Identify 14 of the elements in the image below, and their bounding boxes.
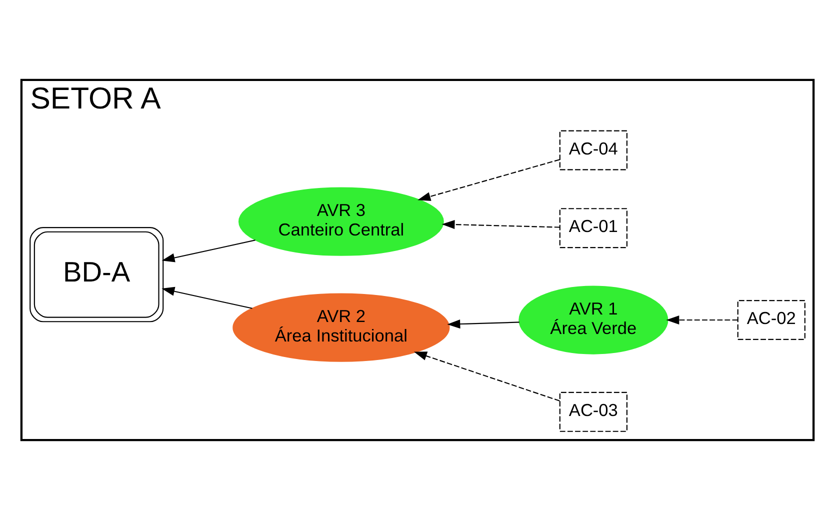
node-ellipse: AVR 1 Área Verde [518,286,668,354]
node-box: AC-03 [559,392,628,432]
arrow [162,286,252,309]
arrow [162,240,256,262]
arrow [414,352,560,402]
arrow [666,315,738,325]
node-box: AC-04 [559,130,628,170]
node-box: BD-A [30,227,164,322]
node-box: AC-02 [737,300,806,340]
arrow [442,220,560,230]
arrow [447,319,520,329]
node-ellipse: AVR 3 Canteiro Central [238,187,444,256]
node-box: AC-01 [559,208,628,248]
arrow [418,159,560,201]
